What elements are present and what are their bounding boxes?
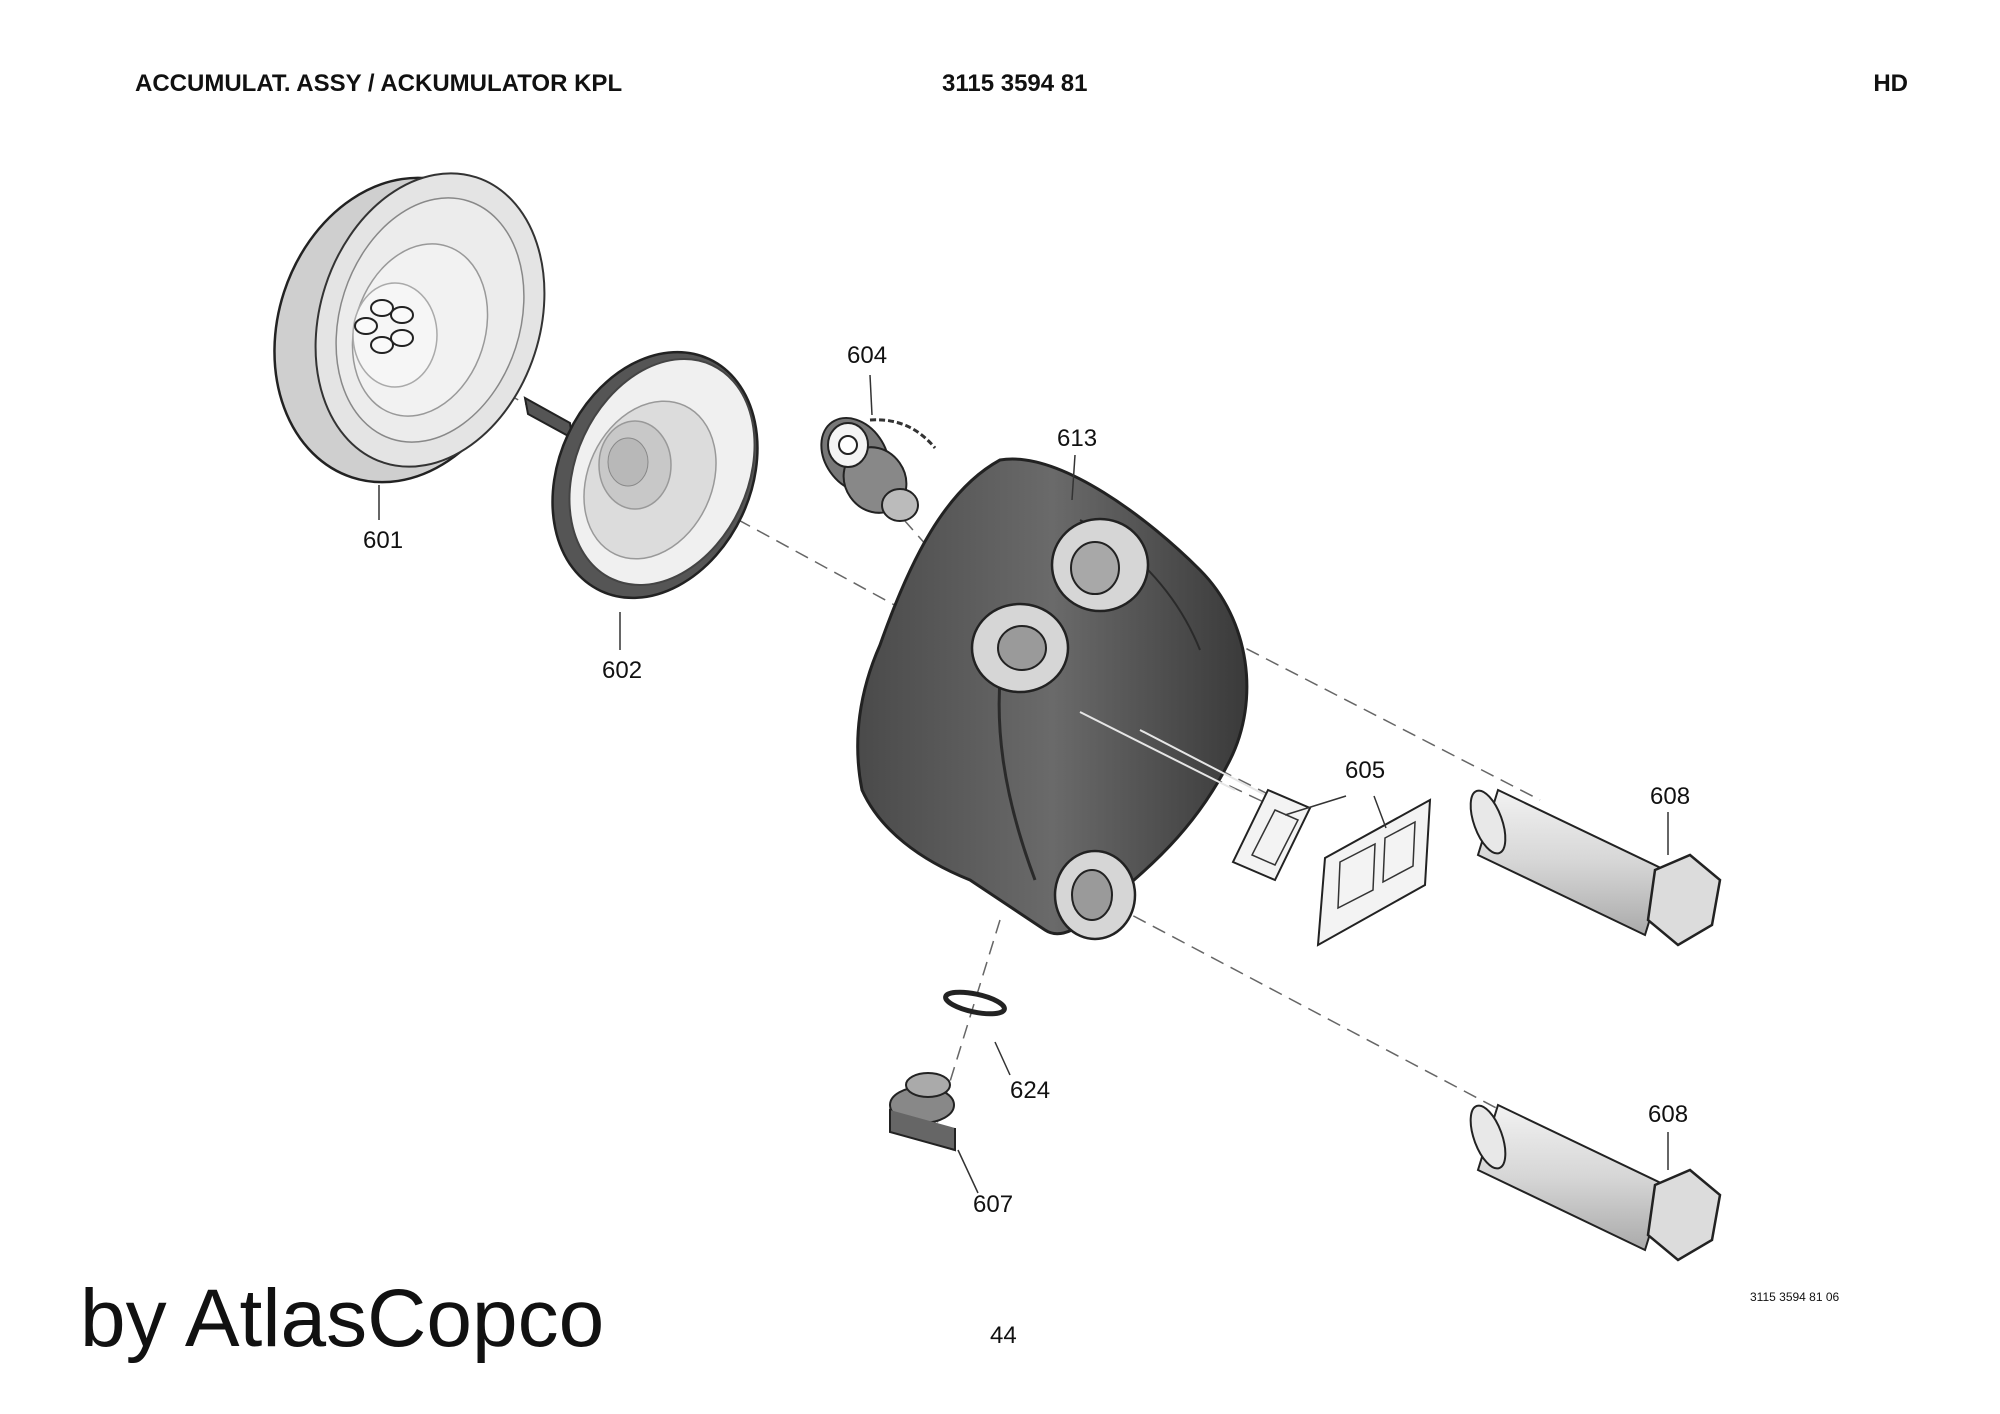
callout-608-lower: 608 [1648,1101,1688,1128]
brand-watermark: by AtlasCopco [80,1273,605,1364]
callout-624: 624 [1010,1077,1050,1104]
document-title: ACCUMULAT. ASSY / ACKUMULATOR KPL [135,70,623,97]
drawing-reference: 3115 3594 81 06 [1750,1290,1840,1304]
callout-601: 601 [363,527,403,554]
part-602-diaphragm [523,350,759,600]
callout-607: 607 [973,1191,1013,1218]
callout-leaders [378,374,1669,1194]
page-number: 44 [990,1322,1017,1349]
variant-code: HD [1873,70,1908,97]
part-601-shell [273,172,546,484]
part-613-housing [856,457,1276,941]
part-608-bolt-upper [1469,788,1722,947]
callout-604: 604 [847,342,887,369]
callout-613: 613 [1057,425,1097,452]
part-605-decals [1231,788,1432,947]
part-604-valve [820,416,937,522]
part-number: 3115 3594 81 [942,70,1088,97]
part-607-plug [889,1072,956,1152]
callout-605: 605 [1345,757,1385,784]
part-624-seal [943,989,1007,1017]
callout-608-upper: 608 [1650,783,1690,810]
callout-602: 602 [602,657,642,684]
part-608-bolt-lower [1469,1103,1722,1262]
